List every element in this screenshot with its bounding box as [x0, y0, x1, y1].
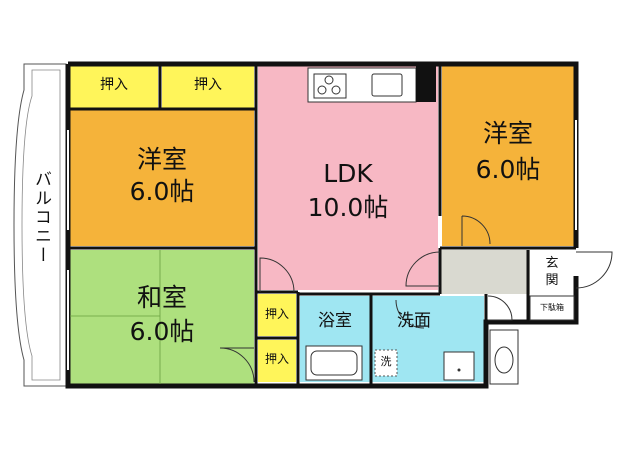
western-room-left: [70, 110, 254, 246]
closet-1-label: 押入: [100, 77, 128, 93]
closet-3: [258, 294, 296, 336]
ldk-room: [258, 66, 438, 290]
closet-3-label: 押入: [264, 307, 289, 321]
western-room-right-size: 6.0帖: [475, 155, 541, 184]
doors: [219, 215, 613, 383]
closet-1: [70, 66, 158, 108]
japanese-room: [70, 250, 254, 384]
shoe-box-label: 下駄箱: [540, 303, 564, 312]
closet-4: [258, 340, 296, 382]
toilet: [489, 329, 519, 385]
bathtub: [305, 345, 363, 381]
hall: [440, 250, 530, 294]
western-room-right-name: 洋室: [482, 119, 533, 148]
balcony-rail: [21, 69, 61, 381]
western-room-left-name: 洋室: [136, 145, 187, 174]
shoe-box: [529, 295, 575, 321]
interior-walls: [68, 64, 576, 386]
ldk-size: 10.0帖: [307, 193, 389, 222]
entrance-name: 玄 関: [545, 256, 559, 288]
balcony-label: バルコニー: [31, 170, 51, 265]
tatami-lines: [70, 250, 161, 384]
closet-4-label: 押入: [264, 352, 289, 366]
washer-label: 洗: [380, 355, 392, 368]
japanese-room-name: 和室: [136, 283, 187, 312]
japanese-room-size: 6.0帖: [129, 317, 195, 346]
washer-pan: [374, 349, 398, 377]
kitchen-counter: [307, 66, 436, 103]
closet-2: [162, 66, 254, 108]
closet-2-label: 押入: [194, 77, 222, 93]
balcony-outline: [13, 63, 67, 387]
sink: [443, 351, 475, 381]
washroom-name: 洗面: [397, 311, 431, 331]
bath-name: 浴室: [318, 311, 352, 331]
windows: [67, 120, 577, 370]
western-room-left-size: 6.0帖: [129, 177, 195, 206]
ldk-name: LDK: [323, 159, 373, 188]
